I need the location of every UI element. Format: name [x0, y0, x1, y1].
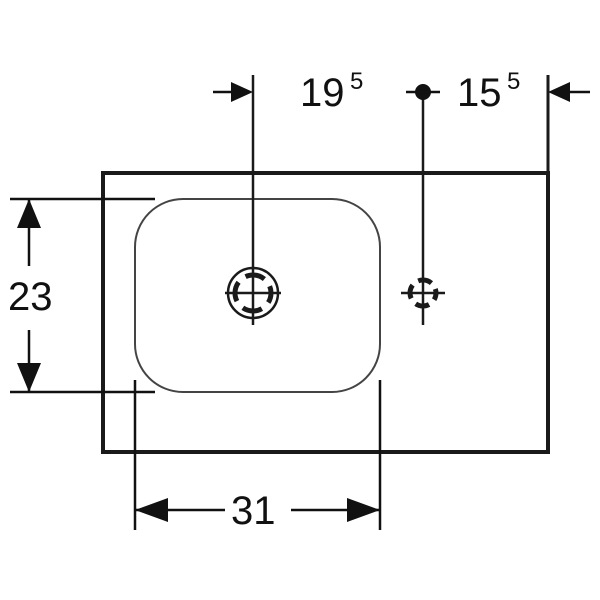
dimension-bottom-arrow-right — [291, 498, 380, 522]
dimension-label-top-right-value: 15 — [457, 71, 502, 115]
basin-outer-body — [101, 171, 550, 454]
arrow-head-down — [17, 363, 41, 392]
arrow-head-right — [231, 82, 253, 102]
dimension-left-arrow-down — [17, 330, 41, 392]
dimension-label-left-value: 23 — [8, 275, 53, 319]
dimension-top-left-arrow — [213, 82, 253, 102]
dimension-label-top-right-superscript: 5 — [507, 68, 520, 95]
dimension-top-right-arrow — [548, 82, 590, 102]
tap-hole — [401, 277, 445, 309]
arrow-head-left — [548, 82, 570, 102]
dimension-label-top-left-superscript: 5 — [350, 68, 363, 95]
dimension-left-arrow-up — [17, 199, 41, 266]
arrow-head-right-bottom — [347, 498, 380, 522]
drain-outlet — [225, 266, 281, 320]
arrow-head-left-bottom — [135, 498, 168, 522]
dimension-label-top-left-value: 19 — [300, 71, 345, 115]
dimension-label-bottom-value: 31 — [231, 489, 276, 533]
basin-bowl — [134, 198, 381, 393]
arrow-head-up — [17, 199, 41, 228]
dimension-bottom-arrow-left — [135, 498, 225, 522]
